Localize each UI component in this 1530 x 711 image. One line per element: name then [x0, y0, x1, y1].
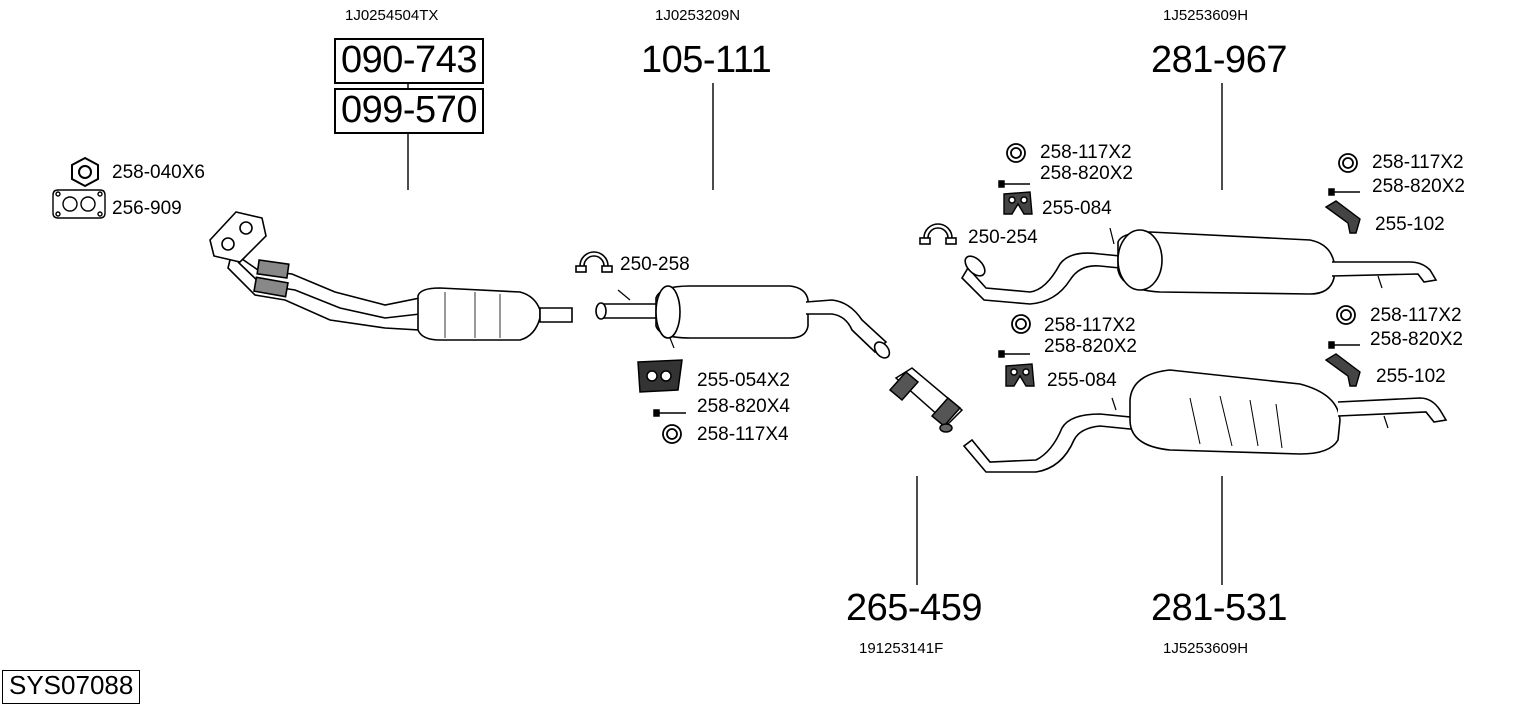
- bracket-icon: [1324, 200, 1361, 234]
- rear-silencer-bottom-drawing: [962, 369, 1448, 473]
- part-number-box-front-2[interactable]: 099-570: [334, 88, 484, 134]
- oem-number-middle: 1J0253209N: [655, 7, 741, 24]
- accessory-label-ring[interactable]: 258-117X4: [697, 424, 789, 445]
- oem-number-rear-bottom: 1J5253609H: [1163, 640, 1249, 657]
- system-code-label: SYS07088: [2, 670, 141, 704]
- accessory-label-bolt[interactable]: 258-820X2: [1044, 336, 1137, 357]
- rubber-mount-icon: [1005, 363, 1035, 387]
- ring-icon: [1006, 143, 1026, 163]
- accessory-label-bracket[interactable]: 255-102: [1375, 214, 1445, 235]
- connector-sleeve-drawing: [888, 367, 964, 433]
- bolt-icon: [998, 350, 1030, 358]
- accessory-label-bolt[interactable]: 258-820X2: [1370, 329, 1463, 350]
- ring-icon: [1011, 314, 1031, 334]
- bolt-icon: [653, 409, 686, 417]
- accessory-label-mount[interactable]: 255-084: [1042, 198, 1112, 219]
- part-number-middle[interactable]: 105-111: [641, 39, 772, 81]
- middle-silencer-drawing: [595, 285, 891, 359]
- clamp-icon: [575, 251, 613, 273]
- ring-icon: [662, 424, 682, 444]
- rubber-hanger-icon: [637, 359, 683, 393]
- bolt-icon: [1328, 341, 1360, 349]
- bracket-icon: [1324, 353, 1361, 387]
- part-number-connector[interactable]: 265-459: [846, 587, 982, 629]
- bolt-icon: [998, 180, 1030, 188]
- part-number-rear-bottom[interactable]: 281-531: [1151, 587, 1287, 629]
- accessory-label-bolt[interactable]: 258-820X2: [1040, 163, 1133, 184]
- oem-number-rear-top: 1J5253609H: [1163, 7, 1249, 24]
- nut-icon: [71, 156, 99, 188]
- accessory-label-bolt[interactable]: 258-820X2: [1372, 176, 1465, 197]
- rubber-mount-icon: [1003, 191, 1033, 215]
- accessory-label-bracket[interactable]: 255-102: [1376, 366, 1446, 387]
- accessory-label-ring[interactable]: 258-117X2: [1044, 315, 1136, 336]
- part-number-box-front-1[interactable]: 090-743: [334, 38, 484, 84]
- part-number-rear-top[interactable]: 281-967: [1151, 39, 1287, 81]
- accessory-label-clamp[interactable]: 250-258: [620, 254, 690, 275]
- rear-silencer-top-drawing: [960, 227, 1438, 305]
- bolt-icon: [1328, 188, 1360, 196]
- accessory-label-ring[interactable]: 258-117X2: [1370, 305, 1462, 326]
- accessory-label-ring[interactable]: 258-117X2: [1040, 142, 1132, 163]
- gasket-icon: [52, 189, 106, 219]
- oem-number-connector: 191253141F: [859, 640, 944, 657]
- accessory-label-nut[interactable]: 258-040X6: [112, 162, 205, 183]
- accessory-label-ring[interactable]: 258-117X2: [1372, 152, 1464, 173]
- accessory-label-clamp[interactable]: 250-254: [968, 227, 1038, 248]
- ring-icon: [1338, 153, 1358, 173]
- oem-number-front: 1J0254504TX: [345, 7, 439, 24]
- front-pipe-catalyst-drawing: [209, 211, 573, 341]
- accessory-label-mount[interactable]: 255-084: [1047, 370, 1117, 391]
- ring-icon: [1336, 305, 1356, 325]
- accessory-label-gasket[interactable]: 256-909: [112, 198, 182, 219]
- clamp-icon: [919, 223, 957, 245]
- accessory-label-hanger[interactable]: 255-054X2: [697, 370, 790, 391]
- accessory-label-bolt[interactable]: 258-820X4: [697, 396, 790, 417]
